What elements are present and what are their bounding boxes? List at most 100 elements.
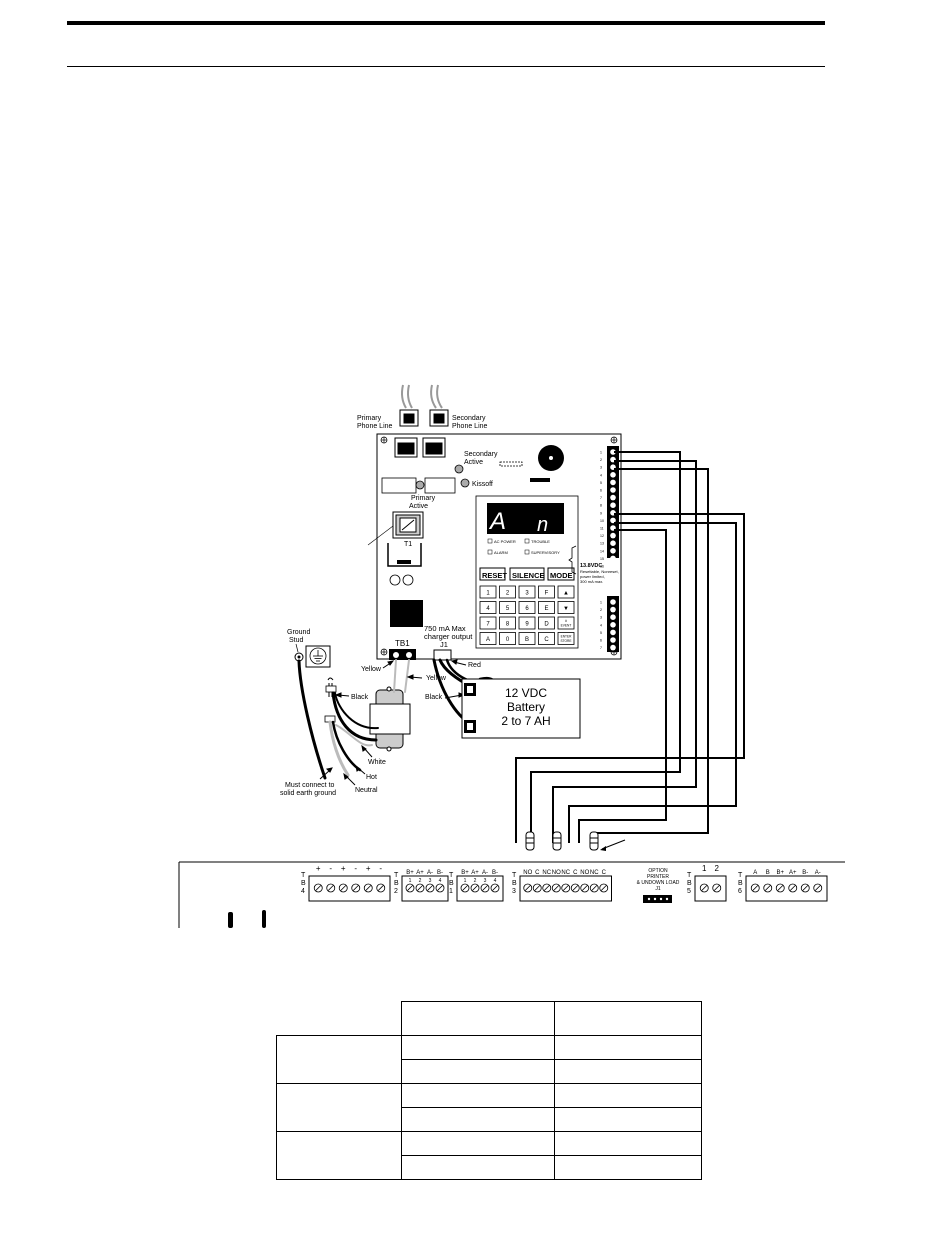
terminal-label: - [354, 864, 357, 873]
option-label: PRINTER [647, 874, 669, 880]
terminal-screw [610, 555, 616, 562]
keypad-key [557, 632, 575, 645]
rj-jacks-on-board [394, 437, 446, 458]
keypad-key [479, 585, 497, 599]
keypad-key [479, 632, 497, 645]
keypad-key-label: 2 [506, 591, 510, 597]
keypad-key [499, 601, 516, 614]
screw-slot [600, 885, 607, 891]
screw-slot [315, 885, 322, 891]
keypad-key-label: D [544, 622, 549, 628]
table-cell [401, 1059, 555, 1084]
terminal-label: C [535, 870, 540, 876]
tb1-terminal [389, 649, 416, 660]
connector-pin [653, 897, 657, 901]
hot-label: Hot [366, 774, 377, 781]
terminal-label: A- [482, 870, 488, 876]
table-cell [401, 1083, 555, 1108]
terminal-label: NC [590, 870, 599, 876]
processor-chip [390, 600, 423, 627]
terminal-label: C [573, 870, 578, 876]
terminal-number: 1 [409, 878, 412, 884]
terminal-block-id: 5 [687, 888, 691, 895]
terminal-number: 3 [600, 466, 602, 470]
voltage-note-3: power limited, [580, 574, 605, 579]
terminal-number: 2 [474, 878, 477, 884]
transformer-t1 [392, 511, 424, 539]
keypad-key-label: ▲ [563, 591, 569, 597]
terminal-label: - [379, 864, 382, 873]
table-cell [554, 1155, 702, 1180]
terminal-number: 4 [439, 878, 442, 884]
terminal-number: 10 [600, 519, 604, 523]
terminal-number: 3 [600, 616, 602, 620]
yellow-label-right: Yellow [426, 675, 447, 682]
terminal-block-id: T [449, 872, 454, 879]
terminal-screw [610, 622, 616, 628]
table-cell [554, 1059, 702, 1084]
battery-clip [387, 543, 422, 567]
screw-slot [482, 885, 488, 891]
keypad-key [479, 616, 497, 630]
keypad-key [499, 632, 516, 645]
table-row [277, 1107, 702, 1132]
terminal-label: A- [427, 870, 433, 876]
ground-stud-label-1: Ground [287, 629, 310, 636]
terminal-label: B+ [776, 870, 784, 876]
reset-key [479, 567, 506, 581]
screw-slot [417, 885, 423, 891]
battery-label-3: 2 to 7 AH [501, 714, 550, 728]
data-table [276, 1001, 702, 1180]
terminal-screw [610, 472, 616, 478]
led-alarm-label: ALARM [494, 550, 508, 555]
terminal-label: B- [492, 870, 498, 876]
terminal-number: 2 [419, 878, 422, 884]
keypad-key-label: ENTER [561, 635, 573, 639]
terminal-block-id: 3 [512, 888, 516, 895]
chip-left [381, 477, 417, 494]
screw-slot [327, 885, 334, 891]
j1-connector [433, 649, 452, 661]
table-cell [554, 1131, 702, 1156]
relay-wires [515, 451, 745, 843]
primary-phone-label-2: Phone Line [357, 423, 393, 430]
terminal-label: + [341, 864, 346, 873]
terminal-number: 15 [600, 557, 604, 561]
screw-slot [534, 885, 541, 891]
primary-phone-label-1: Primary [357, 415, 382, 422]
terminal-label: 2 [715, 864, 720, 873]
terminal-screw [610, 540, 616, 546]
screw-slot [713, 885, 720, 891]
terminal-label: NO [580, 870, 589, 876]
table-group-cell [276, 1083, 402, 1132]
terminal-number: 2 [600, 458, 602, 462]
wiring-lines [297, 658, 495, 780]
mode-key [547, 567, 575, 581]
terminal-number: 3 [484, 878, 487, 884]
connector-pin [647, 897, 651, 901]
terminal-label: B [766, 870, 770, 876]
option-label: OPTION [648, 868, 668, 874]
terminal-label: B+ [406, 870, 414, 876]
table-header-cell [554, 1001, 702, 1036]
terminal-label: C [602, 870, 607, 876]
silence-key [509, 567, 545, 581]
led-ac-power-label: AC POWER [494, 539, 516, 544]
terminal-screw [610, 479, 616, 486]
keypad-key [557, 601, 575, 614]
wire-arrows [319, 659, 467, 786]
keypad-key [518, 632, 536, 645]
terminal-screw [610, 517, 616, 524]
kissoff-label: Kissoff [472, 481, 493, 488]
table-header-row [276, 1001, 702, 1036]
table-header-cell [401, 1001, 555, 1036]
terminal-label: NC [561, 870, 570, 876]
keypad-key-label: STORE [561, 639, 572, 643]
screw-slot [777, 885, 784, 891]
t1-label: T1 [404, 541, 412, 548]
screw-slot [427, 885, 433, 891]
keypad-key-label: 4 [486, 606, 490, 612]
terminal-label: B- [437, 870, 443, 876]
terminal-number: 5 [600, 631, 602, 635]
